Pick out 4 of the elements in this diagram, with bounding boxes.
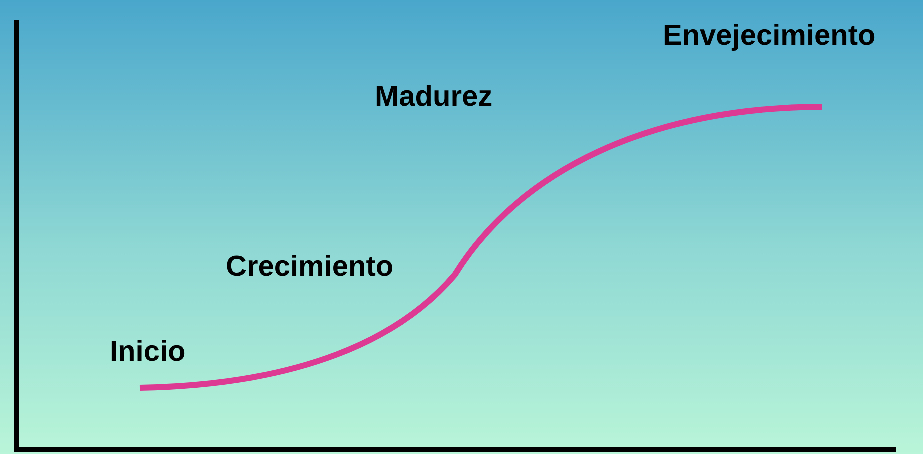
stage-label: Envejecimiento — [663, 22, 876, 51]
stage-label: Madurez — [375, 83, 493, 112]
stage-label: Inicio — [110, 338, 186, 367]
stage-label: Crecimiento — [226, 253, 394, 282]
